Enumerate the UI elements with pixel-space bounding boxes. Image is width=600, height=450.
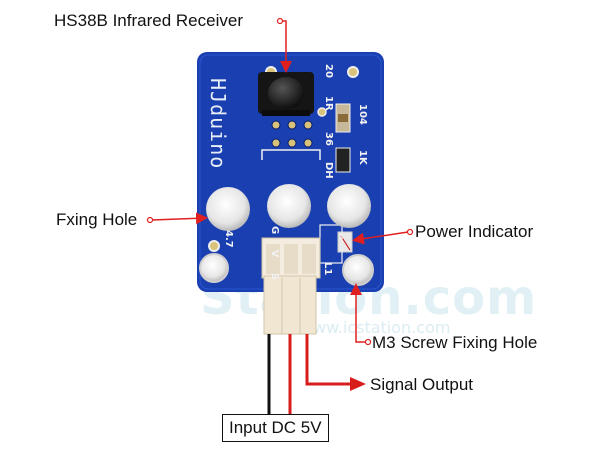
brand-logo: HJduino	[206, 78, 230, 170]
via-top-right	[347, 66, 359, 78]
wire-red-signal	[305, 334, 350, 386]
silk-20: 20	[323, 64, 334, 78]
m3-hole-left	[199, 253, 229, 283]
silk-1r: 1R	[323, 96, 334, 111]
fixing-hole-center	[267, 184, 311, 228]
ir-receiver-dome	[268, 77, 304, 109]
fixing-hole-right	[327, 184, 371, 228]
silk-l1: L1	[322, 262, 333, 276]
callout-receiver	[280, 20, 292, 73]
silk-dh: DH	[323, 162, 334, 179]
m3-hole-right	[342, 254, 374, 286]
callout-fixing-hole	[151, 212, 208, 225]
label-input-dc: Input DC 5V	[222, 414, 329, 442]
label-m3-hole: M3 Screw Fixing Hole	[372, 333, 538, 352]
label-receiver: HS38B Infrared Receiver	[54, 11, 243, 30]
silk-104: 104	[357, 104, 368, 125]
resistor-1k	[335, 147, 351, 173]
silk-47: 4.7	[223, 230, 234, 248]
callout-power-indicator	[352, 231, 409, 245]
label-fixing-hole: Fxing Hole	[56, 210, 138, 229]
label-signal-output: Signal Output	[370, 375, 474, 394]
via-mid	[317, 107, 327, 117]
fixing-hole-left	[206, 187, 250, 231]
watermark-url: www.icstation.com	[300, 318, 451, 337]
label-power-indicator: Power Indicator	[415, 222, 534, 241]
silk-36: 36	[323, 132, 334, 146]
silk-1k: 1K	[357, 150, 368, 165]
silk-pins: G V S	[269, 226, 280, 287]
callout-m3-hole	[350, 283, 366, 343]
via-bottom-left	[208, 240, 220, 252]
